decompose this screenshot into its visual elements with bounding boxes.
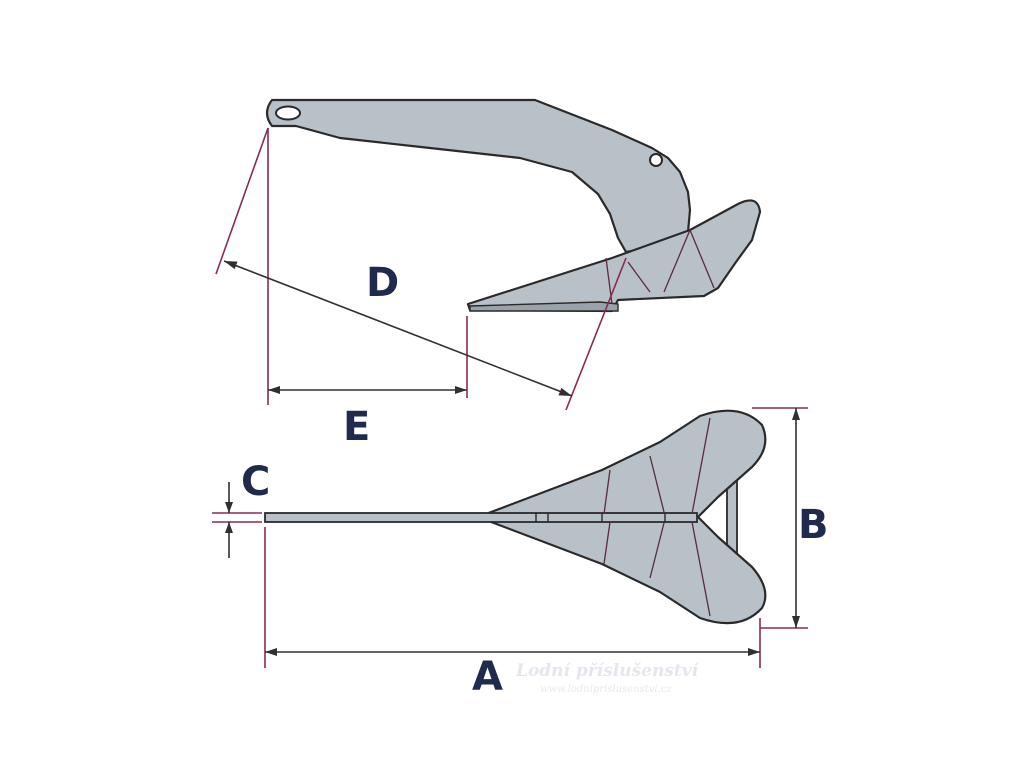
dimension-a-line xyxy=(265,648,760,656)
dimension-d-line xyxy=(223,260,573,397)
watermark: Lodní příslušenství www.lodniprislusenst… xyxy=(515,661,700,695)
stock-bar xyxy=(726,477,738,555)
label-d: D xyxy=(366,260,399,306)
anchor-shank xyxy=(265,98,692,254)
dimension-e-line xyxy=(268,386,467,394)
label-a: A xyxy=(472,654,503,700)
label-e: E xyxy=(343,404,370,450)
anchor-fluke xyxy=(466,199,762,313)
dimension-c-line xyxy=(225,482,233,558)
anchor-side-view xyxy=(265,98,762,313)
label-b: B xyxy=(798,502,829,548)
dimension-labels: D E C B A xyxy=(241,260,829,700)
fluke-edge xyxy=(469,301,619,312)
label-c: C xyxy=(241,459,270,505)
dimension-b-line xyxy=(792,408,800,628)
fluke-fold-lines xyxy=(605,229,715,305)
watermark-title: Lodní příslušenství xyxy=(515,661,700,681)
trip-hole xyxy=(649,153,663,167)
watermark-url: www.lodniprislusenstvi.cz xyxy=(540,684,672,695)
anchor-top-view xyxy=(264,409,767,625)
shank-notches xyxy=(535,513,666,522)
wing-fold-lines xyxy=(603,417,711,617)
shackle-hole xyxy=(275,105,301,121)
dimension-lines xyxy=(212,127,808,668)
anchor-shank-top xyxy=(264,512,698,523)
